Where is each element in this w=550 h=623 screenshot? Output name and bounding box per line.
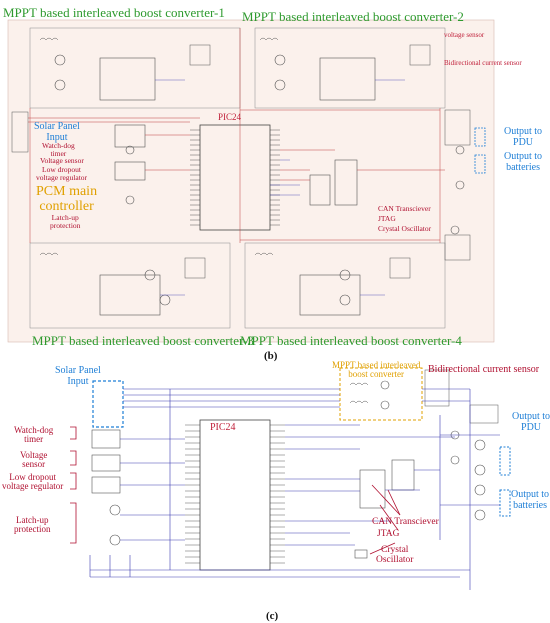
label-voltage-sensor-right: voltage sensor — [444, 31, 485, 39]
schematic-c-drawing — [70, 367, 511, 590]
label-pic24: PIC24 — [218, 112, 242, 122]
schematic-board-c: MPPT based interleaved boost converter B… — [0, 360, 550, 610]
label-can-transceiver-c: CAN Transciever — [372, 517, 439, 527]
label-output-pdu-c: Output to PDU — [512, 411, 550, 433]
schematic-b-drawing — [7, 19, 495, 343]
label-latch-up: Latch-up protection — [50, 213, 81, 231]
label-ldo: Low dropout voltage regulator — [36, 165, 88, 183]
label-bidirectional-current-sensor: Bidirectional current sensor — [444, 59, 522, 67]
label-crystal-oscillator: Crystal Oscillator — [378, 224, 432, 233]
caption-c: (c) — [266, 610, 279, 622]
caption-b: (b) — [264, 350, 278, 362]
label-voltage-sensor-c: Voltage sensor — [20, 450, 48, 470]
label-pcm-main-controller: PCM main controller — [36, 184, 98, 214]
schematic-board-b: MPPT based interleaved boost converter-1… — [3, 5, 543, 362]
label-bidirectional-current-sensor-c: Bidirectional current sensor — [428, 364, 540, 375]
title-converter-3: MPPT based interleaved boost converter-3 — [32, 333, 254, 348]
label-ldo-c: Low dropout voltage regulator — [2, 472, 64, 492]
label-output-pdu: Output to PDU — [504, 126, 543, 148]
label-pic24-c: PIC24 — [210, 422, 236, 433]
label-crystal-oscillator-c: Crystal Oscillator — [376, 545, 414, 565]
title-converter-4: MPPT based interleaved boost converter-4 — [240, 333, 462, 348]
label-watch-dog-timer: Watch-dog timer — [42, 141, 75, 159]
label-jtag-c: JTAG — [377, 529, 400, 539]
title-converter-1: MPPT based interleaved boost converter-1 — [3, 5, 225, 20]
label-jtag: JTAG — [378, 214, 396, 223]
label-solar-panel-input: Solar Panel Input — [34, 121, 80, 143]
label-watch-dog-timer-c: Watch-dog timer — [14, 425, 54, 445]
label-can-transceiver: CAN Transciever — [378, 204, 431, 213]
label-output-batteries: Output to batteries — [504, 151, 543, 173]
label-latch-up-c: Latch-up protection — [14, 515, 51, 535]
label-voltage-sensor-left: Voltage sensor — [40, 156, 84, 165]
label-mppt-converter: MPPT based interleaved boost converter — [332, 360, 421, 380]
label-output-batteries-c: Output to batteries — [511, 489, 550, 511]
label-solar-panel-input-c: Solar Panel Input — [55, 365, 101, 387]
title-converter-2: MPPT based interleaved boost converter-2 — [242, 9, 464, 24]
